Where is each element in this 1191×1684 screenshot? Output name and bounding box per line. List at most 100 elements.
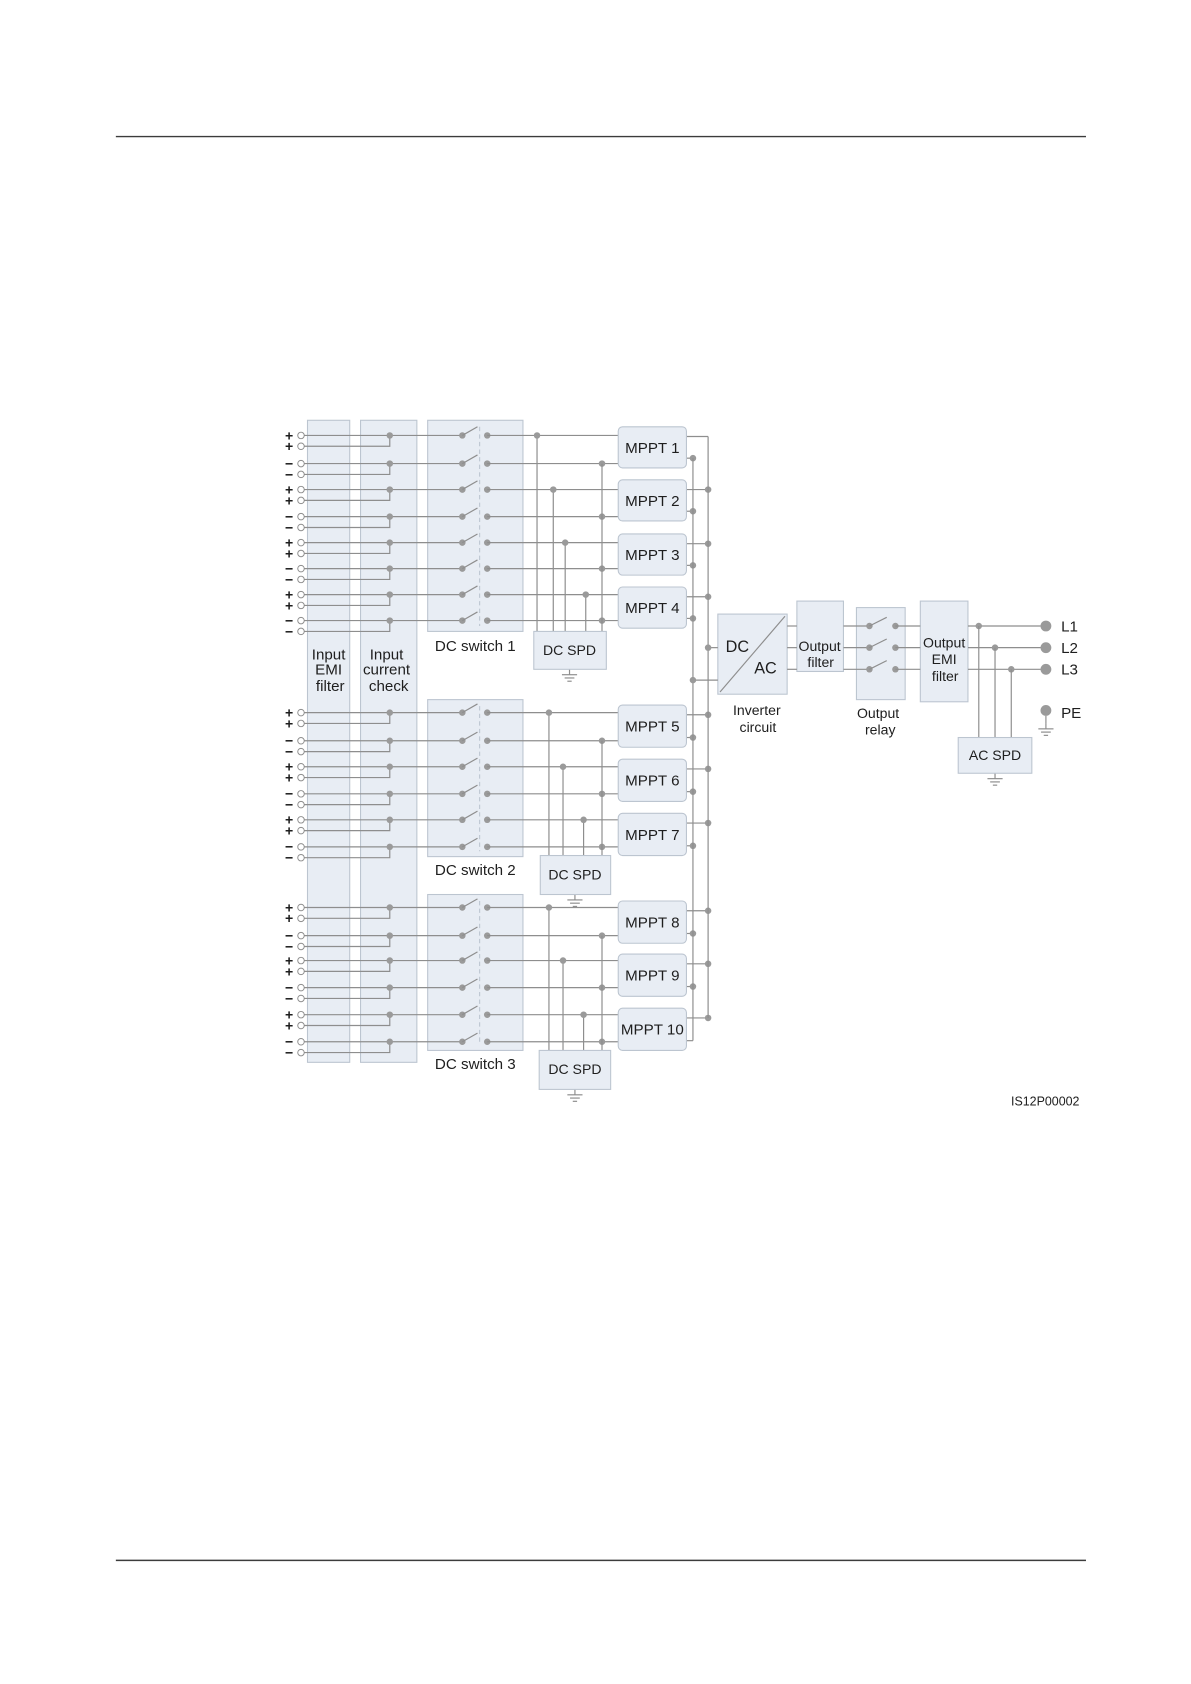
current-check-node: [386, 1038, 394, 1046]
current-check-node: [386, 790, 394, 798]
input-polarity-sign: +: [285, 704, 293, 720]
dc-spd-1-block: [533, 630, 607, 670]
input-polarity-sign: +: [285, 759, 293, 775]
relay-blade: [869, 616, 888, 627]
parallel-string-wire: [304, 907, 391, 919]
relay-blade: [869, 638, 888, 649]
mppt-block: [617, 900, 687, 944]
input-polarity-sign: −: [285, 990, 293, 1006]
dc-spd-1-label: DC SPD: [543, 642, 596, 658]
pe-terminal: [1040, 705, 1052, 716]
input-polarity-signs: ++−−++−−++−−++−−++−−++−−++−−++−−++−−++−−: [285, 427, 293, 1060]
input-terminal: [297, 942, 305, 951]
current-check-node: [386, 617, 394, 624]
terminal-l2-label: L2: [1061, 640, 1078, 657]
mppt-block: [617, 758, 687, 802]
input-polarity-sign: −: [285, 979, 293, 995]
parallel-string-wire: [304, 463, 391, 476]
dc-switch-2-block: [427, 699, 524, 858]
bus-junction: [689, 454, 697, 462]
input-polarity-sign: +: [285, 899, 293, 915]
switch-contact: [459, 904, 466, 911]
input-terminal: [297, 575, 305, 584]
input-terminal: [297, 523, 305, 532]
switch-blade: [462, 978, 478, 989]
spd-tap-dot: [580, 1011, 587, 1018]
dc-switch-1-block: [427, 419, 524, 632]
switch-blade: [462, 559, 478, 570]
input-polarity-sign: +: [285, 715, 293, 731]
input-polarity-sign: −: [285, 797, 293, 813]
input-polarity-sign: −: [285, 623, 293, 639]
figure-code: IS12P00002: [1011, 1095, 1080, 1109]
mppt-label: MPPT 7: [625, 827, 679, 844]
current-check-node: [386, 709, 394, 716]
input-polarity-sign: −: [285, 928, 293, 944]
input-terminal: [297, 1048, 305, 1057]
input-current-check-label-line1: Input: [370, 647, 404, 664]
ac-output-terminal: [1040, 663, 1052, 675]
input-terminal: [297, 470, 305, 479]
input-emi-filter-label-line3: filter: [316, 678, 345, 695]
input-terminal: [297, 549, 305, 558]
output-filter-label-line1: Output: [799, 638, 841, 654]
mppt-label: MPPT 1: [625, 440, 679, 457]
input-polarity-sign: −: [285, 938, 293, 954]
switch-blade: [462, 731, 478, 742]
parallel-string-wire: [304, 1014, 391, 1027]
parallel-string-wire: [304, 935, 391, 948]
switch-blade: [462, 611, 478, 622]
input-terminal: [297, 967, 305, 976]
switch-blade: [462, 703, 478, 714]
output-emi-filter-label-line2: EMI: [932, 651, 957, 667]
input-terminal: [297, 903, 305, 912]
switch-blade: [462, 757, 478, 768]
switch-blade: [462, 837, 478, 848]
input-terminal: [297, 843, 305, 851]
switch-blade: [462, 784, 478, 795]
parallel-string-wire: [304, 819, 391, 832]
input-terminal: [297, 853, 305, 862]
input-terminal: [297, 816, 305, 824]
switch-contact: [459, 486, 466, 493]
terminal-l3-label: L3: [1061, 662, 1078, 679]
switch-blade: [462, 507, 478, 518]
input-polarity-sign: +: [285, 812, 293, 828]
current-check-node: [386, 904, 394, 911]
output-filter-block: [796, 600, 844, 673]
input-polarity-sign: +: [285, 481, 293, 497]
switch-blade: [462, 454, 478, 465]
mppt-block: [617, 812, 687, 857]
input-terminal: [297, 431, 305, 440]
input-terminal: [297, 708, 305, 717]
current-check-node: [386, 984, 394, 991]
parallel-string-wire: [304, 516, 391, 529]
mppt-label: MPPT 10: [621, 1022, 684, 1039]
mppt-block: [617, 533, 687, 576]
spd-tap-dot: [582, 591, 590, 598]
parallel-string-wire: [304, 620, 391, 633]
spd-tap-dot: [545, 904, 553, 911]
parallel-string-wire: [304, 568, 391, 581]
mppt-label: MPPT 6: [625, 773, 679, 790]
terminal-l1-label: L1: [1061, 618, 1078, 635]
current-check-node: [386, 565, 394, 572]
terminal-pe-label: PE: [1061, 705, 1081, 722]
switch-blade: [462, 480, 478, 491]
input-polarity-sign: −: [285, 560, 293, 576]
parallel-string-wire: [304, 987, 391, 1000]
dc-spd-3-block: [538, 1049, 612, 1090]
current-check-node: [386, 932, 394, 939]
input-terminal: [297, 719, 305, 728]
switch-contact: [459, 790, 466, 798]
switch-contact: [459, 591, 466, 598]
parallel-string-wire: [304, 594, 391, 607]
parallel-string-wire: [304, 766, 391, 779]
input-terminal: [297, 512, 305, 521]
input-terminal: [297, 994, 305, 1003]
mppt-block: [617, 1007, 687, 1051]
input-terminal: [297, 459, 305, 468]
input-terminal: [297, 442, 305, 450]
input-terminal: [297, 538, 305, 547]
